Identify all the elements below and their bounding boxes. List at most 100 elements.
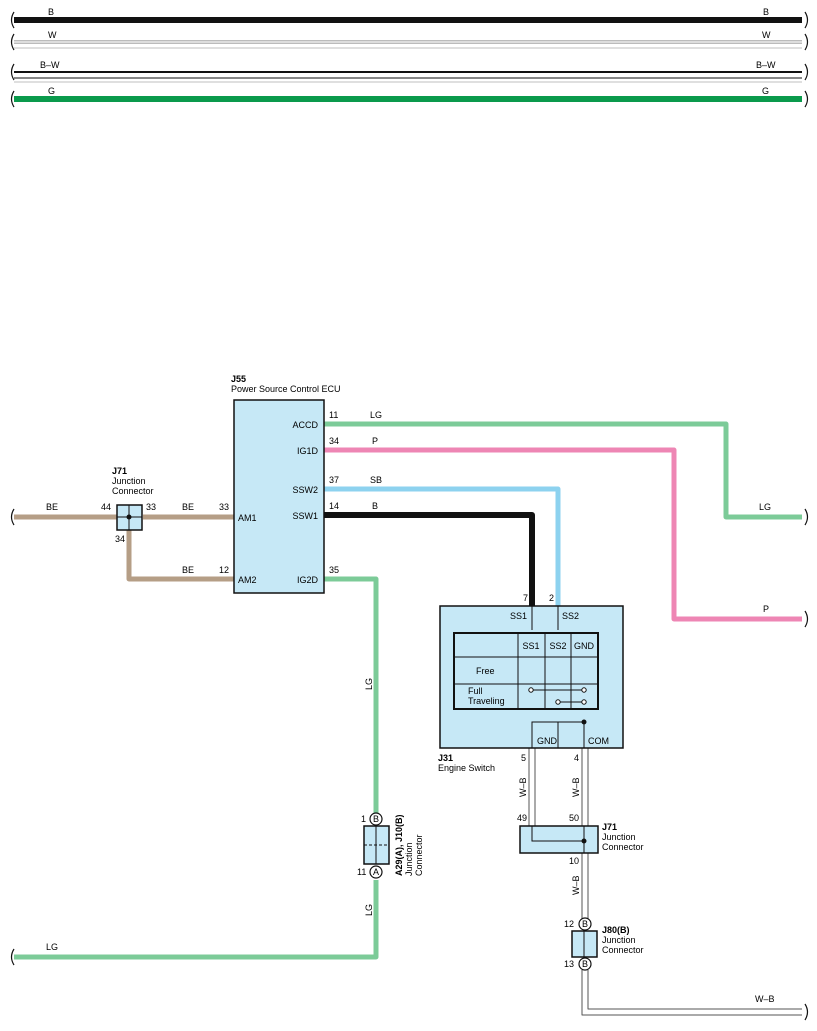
pin-number: 1: [361, 814, 366, 824]
legend-code-left: B: [48, 7, 54, 17]
break-mark: [10, 508, 15, 526]
wire-lg-accd: [324, 421, 802, 520]
connector-name: Junction: [602, 935, 636, 945]
wire-sb-ssw2: [324, 486, 561, 606]
junction-connector-a29-j10: B A 1 11 A29(A), J10(B) Junction Connect…: [357, 812, 424, 879]
wire-label: W–B: [571, 875, 581, 895]
pin-number: 44: [101, 502, 111, 512]
connector-name: Junction: [602, 832, 636, 842]
ecu-name: Power Source Control ECU: [231, 384, 341, 394]
connector-letter: B: [582, 919, 588, 929]
wire-lg-bottom: [14, 880, 379, 960]
pin-label: SSW1: [292, 511, 318, 521]
connector-letter-circle: [369, 865, 383, 879]
break-mark: [10, 11, 15, 29]
break-mark: [804, 63, 809, 81]
connector-id: J71: [602, 822, 617, 832]
wire-label: LG: [370, 410, 382, 420]
table-header: GND: [574, 641, 595, 651]
contact-dot: [581, 699, 587, 705]
pin-label: SS2: [562, 611, 579, 621]
wire-label: P: [372, 436, 378, 446]
wire-label: LG: [46, 942, 58, 952]
break-mark: [804, 610, 809, 628]
ecu-box: [233, 399, 325, 594]
wire-label: W–B: [755, 994, 775, 1004]
wire-label: LG: [364, 904, 374, 916]
wire-wb-lower: [581, 853, 589, 920]
pin-number: 13: [564, 959, 574, 969]
break-mark: [804, 11, 809, 29]
table-header: SS1: [522, 641, 539, 651]
pin-label: ACCD: [292, 420, 318, 430]
wire-color-legend: B B W W B–W B–W G G: [10, 7, 809, 108]
junction-dot: [126, 514, 132, 520]
legend-code-left: G: [48, 86, 55, 96]
connector-letter-circle: [369, 812, 383, 826]
table-row-label: Full: [468, 686, 483, 696]
pin-number: 7: [523, 593, 528, 603]
connector-name: Connector: [414, 834, 424, 876]
contact-dot: [528, 687, 534, 693]
wire-label: P: [763, 604, 769, 614]
pin-number: 34: [115, 534, 125, 544]
wire-wb-bottom: [581, 970, 802, 1016]
wire-p-ig1d: [324, 447, 802, 622]
junction-connector-j71-left: J71 Junction Connector 44 33 34: [101, 466, 156, 544]
component-name: Engine Switch: [438, 763, 495, 773]
connector-letter: A: [373, 867, 379, 877]
pin-label: SS1: [510, 611, 527, 621]
connector-name: Connector: [112, 486, 154, 496]
connector-id: A29(A), J10(B): [394, 814, 404, 876]
break-mark: [10, 63, 15, 81]
pin-number: 37: [329, 475, 339, 485]
legend-code-left: W: [48, 30, 57, 40]
pin-number: 14: [329, 501, 339, 511]
break-mark: [804, 508, 809, 526]
wire-label: BE: [46, 502, 58, 512]
break-mark: [804, 90, 809, 108]
wire-label: LG: [364, 678, 374, 690]
pin-number: 11: [329, 410, 338, 420]
pin-number: 4: [574, 753, 579, 763]
wire-labels: BE BE BE LG LG P P SB B LG W–B LG LG W–B…: [46, 410, 775, 1004]
pin-label: GND: [537, 736, 558, 746]
switch-table: SS1 SS2 GND Free Full Traveling: [453, 632, 599, 710]
legend-code-right: W: [762, 30, 771, 40]
component-id: J31: [438, 753, 453, 763]
wire-label: W–B: [518, 777, 528, 797]
pin-number: 50: [569, 813, 579, 823]
connector-id: J71: [112, 466, 127, 476]
pin-number: 34: [329, 436, 339, 446]
table-row-label: Traveling: [468, 696, 505, 706]
legend-code-right: B–W: [756, 60, 776, 70]
pin-label: AM1: [238, 513, 257, 523]
connector-letter-circle: [578, 917, 592, 931]
pin-number: 33: [219, 502, 229, 512]
wire-label: SB: [370, 475, 382, 485]
connector-letter-circle: [578, 957, 592, 971]
contact-dot: [555, 699, 561, 705]
wires: [10, 421, 809, 1021]
break-mark: [10, 33, 15, 51]
connector-letter: B: [373, 814, 379, 824]
junction-connector-j71-right: 49 50 10 J71 Junction Connector: [517, 813, 644, 866]
legend-code-right: G: [762, 86, 769, 96]
connector-letter: B: [582, 959, 588, 969]
connector-id: J80(B): [602, 925, 630, 935]
wire-label: BE: [182, 565, 194, 575]
wire-wb-gnd: [528, 748, 536, 826]
pin-number: 10: [569, 856, 579, 866]
ecu-j55: J55 Power Source Control ECU ACCD IG1D S…: [219, 374, 341, 594]
break-mark: [10, 948, 15, 966]
junction-dot: [581, 838, 587, 844]
engine-switch-j31: SS1 SS2 7 2 SS1 SS2 GND Free Full Travel…: [438, 593, 624, 773]
connector-name: Connector: [602, 842, 644, 852]
wire-lg-ig2d: [324, 576, 379, 819]
connector-name: Junction: [404, 842, 414, 876]
contact-dot: [581, 687, 587, 693]
pin-number: 33: [146, 502, 156, 512]
pin-label: IG1D: [297, 446, 319, 456]
table-header: SS2: [549, 641, 566, 651]
